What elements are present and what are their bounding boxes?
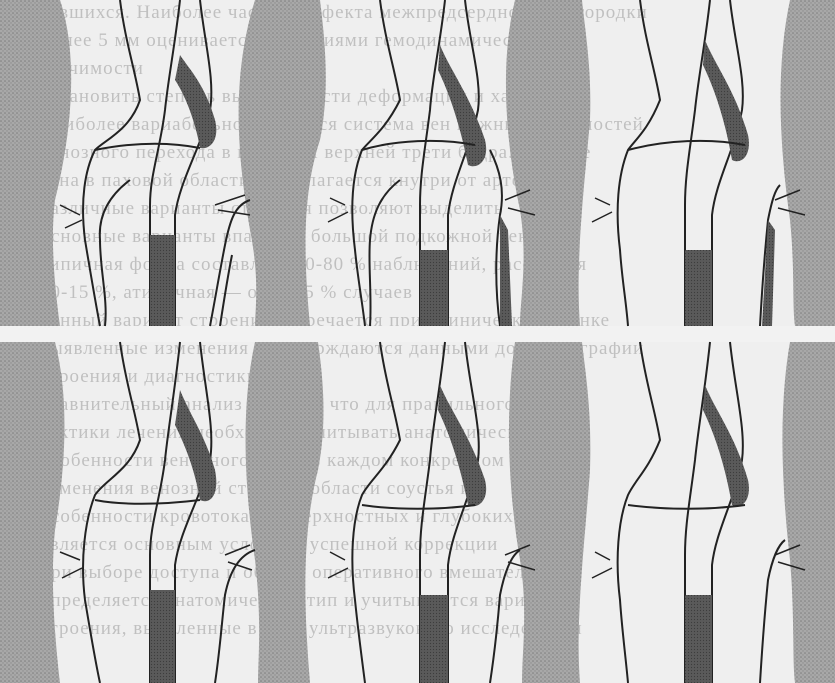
stipple-region: [0, 342, 64, 683]
stipple-region: [246, 342, 324, 683]
stipple-region: [509, 342, 590, 683]
stipple-region: [239, 0, 326, 326]
femoral-vein: [420, 595, 448, 683]
diagram-panel-5: [328, 342, 535, 683]
diagram-panel-1: [60, 0, 250, 326]
diagram-panel-4: [60, 342, 255, 683]
stipple-region: [506, 0, 590, 326]
femoral-vein: [685, 250, 712, 326]
diagram-panel-2: [328, 0, 535, 326]
row-divider: [0, 326, 835, 342]
femoral-vein: [420, 250, 448, 326]
stipple-region: [782, 342, 835, 683]
stipple-region: [0, 0, 71, 326]
femoral-vein: [150, 235, 175, 326]
branch-vein: [500, 215, 512, 326]
femoral-vein: [150, 590, 175, 683]
diagram-panel-6: [592, 342, 805, 683]
panel-row-2: [0, 342, 835, 683]
stipple-region: [781, 0, 835, 326]
panel-row-1: [0, 0, 835, 326]
diagram-panel-3: [592, 0, 805, 326]
femoral-vein: [685, 595, 712, 683]
saphenous-junction: [175, 390, 216, 501]
